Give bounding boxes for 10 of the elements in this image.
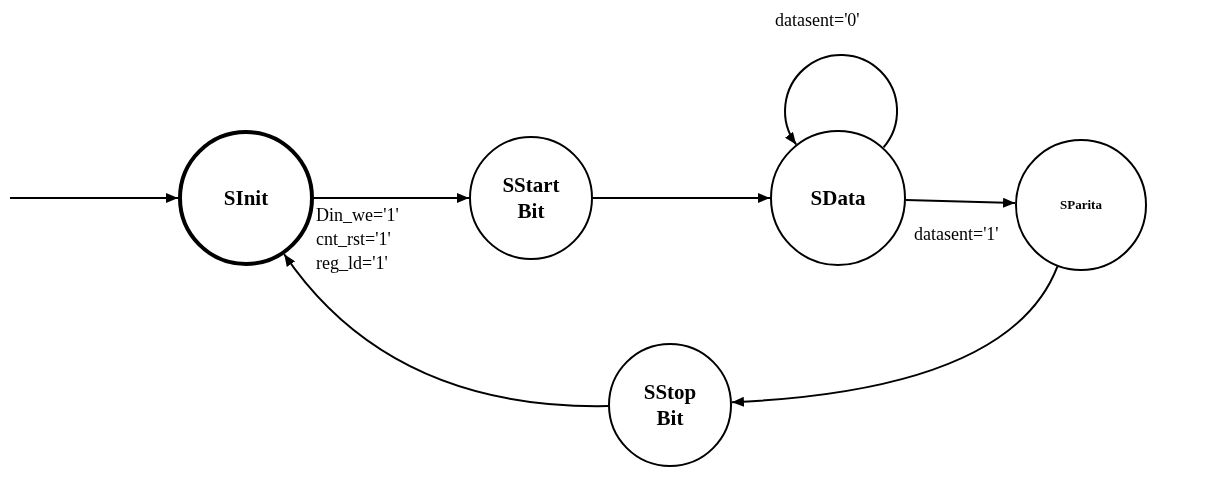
state-name: SStop Bit (642, 378, 698, 432)
arrow (283, 253, 609, 408)
state-name: SData (810, 184, 866, 212)
state-name: SInit (223, 184, 269, 212)
arrow (9, 193, 179, 203)
arrow (592, 193, 771, 203)
state-name: SStart Bit (501, 171, 561, 225)
arrow (313, 193, 470, 203)
state-name: SParita (1060, 196, 1102, 214)
self-loop-arrow (784, 54, 898, 149)
